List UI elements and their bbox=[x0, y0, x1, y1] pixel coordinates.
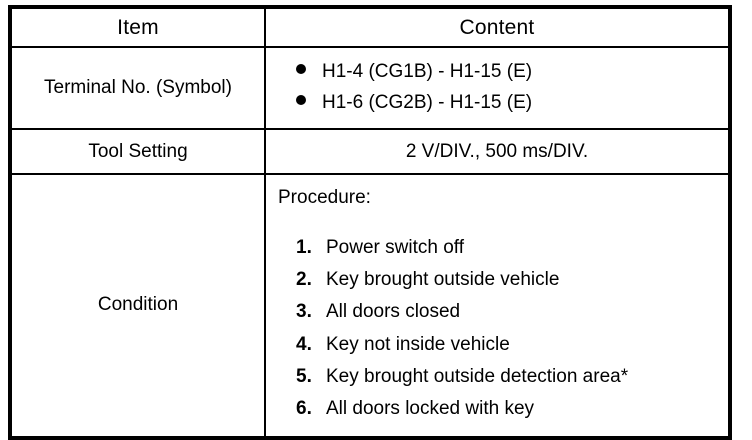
procedure-block: Procedure: 1. Power switch off 2. Key br… bbox=[266, 175, 728, 436]
table-row-terminal-no: Terminal No. (Symbol) H1-4 (CG1B) - H1-1… bbox=[8, 46, 732, 130]
step-text: Key brought outside detection area* bbox=[326, 365, 629, 387]
column-header-content: Content bbox=[264, 5, 732, 48]
row-label-terminal-no: Terminal No. (Symbol) bbox=[8, 46, 266, 130]
bullet-icon bbox=[296, 64, 306, 75]
table-body: Terminal No. (Symbol) H1-4 (CG1B) - H1-1… bbox=[8, 46, 732, 440]
procedure-step-list: 1. Power switch off 2. Key brought outsi… bbox=[278, 232, 728, 426]
row-value-condition: Procedure: 1. Power switch off 2. Key br… bbox=[264, 173, 732, 440]
terminal-bullet-text-1: H1-4 (CG1B) - H1-15 (E) bbox=[322, 61, 533, 83]
step-number: 4. bbox=[296, 333, 312, 355]
row-label-condition: Condition bbox=[8, 173, 266, 440]
procedure-title: Procedure: bbox=[278, 187, 371, 208]
step-text: Power switch off bbox=[326, 236, 464, 258]
step-text: Key not inside vehicle bbox=[326, 333, 510, 355]
list-item: H1-6 (CG2B) - H1-15 (E) bbox=[296, 88, 728, 119]
step-text: Key brought outside vehicle bbox=[326, 269, 560, 291]
row-value-terminal-no: H1-4 (CG1B) - H1-15 (E) H1-6 (CG2B) - H1… bbox=[264, 46, 732, 130]
list-item: H1-4 (CG1B) - H1-15 (E) bbox=[296, 57, 728, 88]
specification-table: Item Content Terminal No. (Symbol) H1-4 … bbox=[8, 5, 732, 440]
list-item: 1. Power switch off bbox=[296, 232, 728, 264]
step-number: 3. bbox=[296, 301, 312, 323]
bullet-icon bbox=[296, 95, 306, 105]
step-text: All doors locked with key bbox=[326, 398, 535, 420]
list-item: 5. Key brought outside detection area* bbox=[296, 361, 728, 393]
list-item: 6. All doors locked with key bbox=[296, 393, 728, 425]
row-value-tool-setting: 2 V/DIV., 500 ms/DIV. bbox=[264, 128, 732, 175]
terminal-bullet-text-2: H1-6 (CG2B) - H1-15 (E) bbox=[322, 92, 533, 113]
terminal-bullet-list: H1-4 (CG1B) - H1-15 (E) H1-6 (CG2B) - H1… bbox=[266, 57, 728, 119]
terminal-no-label-text: Terminal No. (Symbol) bbox=[44, 77, 232, 99]
table-header: Item Content bbox=[8, 5, 732, 48]
step-number: 6. bbox=[296, 398, 312, 420]
column-header-item: Item bbox=[8, 5, 266, 48]
table-row-tool-setting: Tool Setting 2 V/DIV., 500 ms/DIV. bbox=[8, 128, 732, 175]
table-row-condition: Condition Procedure: 1. Power switch off… bbox=[8, 173, 732, 440]
row-label-tool-setting: Tool Setting bbox=[8, 128, 266, 175]
list-item: 3. All doors closed bbox=[296, 296, 728, 328]
table-header-row: Item Content bbox=[8, 5, 732, 48]
tool-setting-label-text: Tool Setting bbox=[88, 140, 188, 162]
step-number: 2. bbox=[296, 269, 312, 291]
list-item: 4. Key not inside vehicle bbox=[296, 329, 728, 361]
list-item: 2. Key brought outside vehicle bbox=[296, 264, 728, 296]
step-number: 5. bbox=[296, 365, 312, 387]
step-number: 1. bbox=[296, 236, 312, 258]
step-text: All doors closed bbox=[326, 301, 461, 323]
condition-label-text: Condition bbox=[97, 294, 179, 316]
